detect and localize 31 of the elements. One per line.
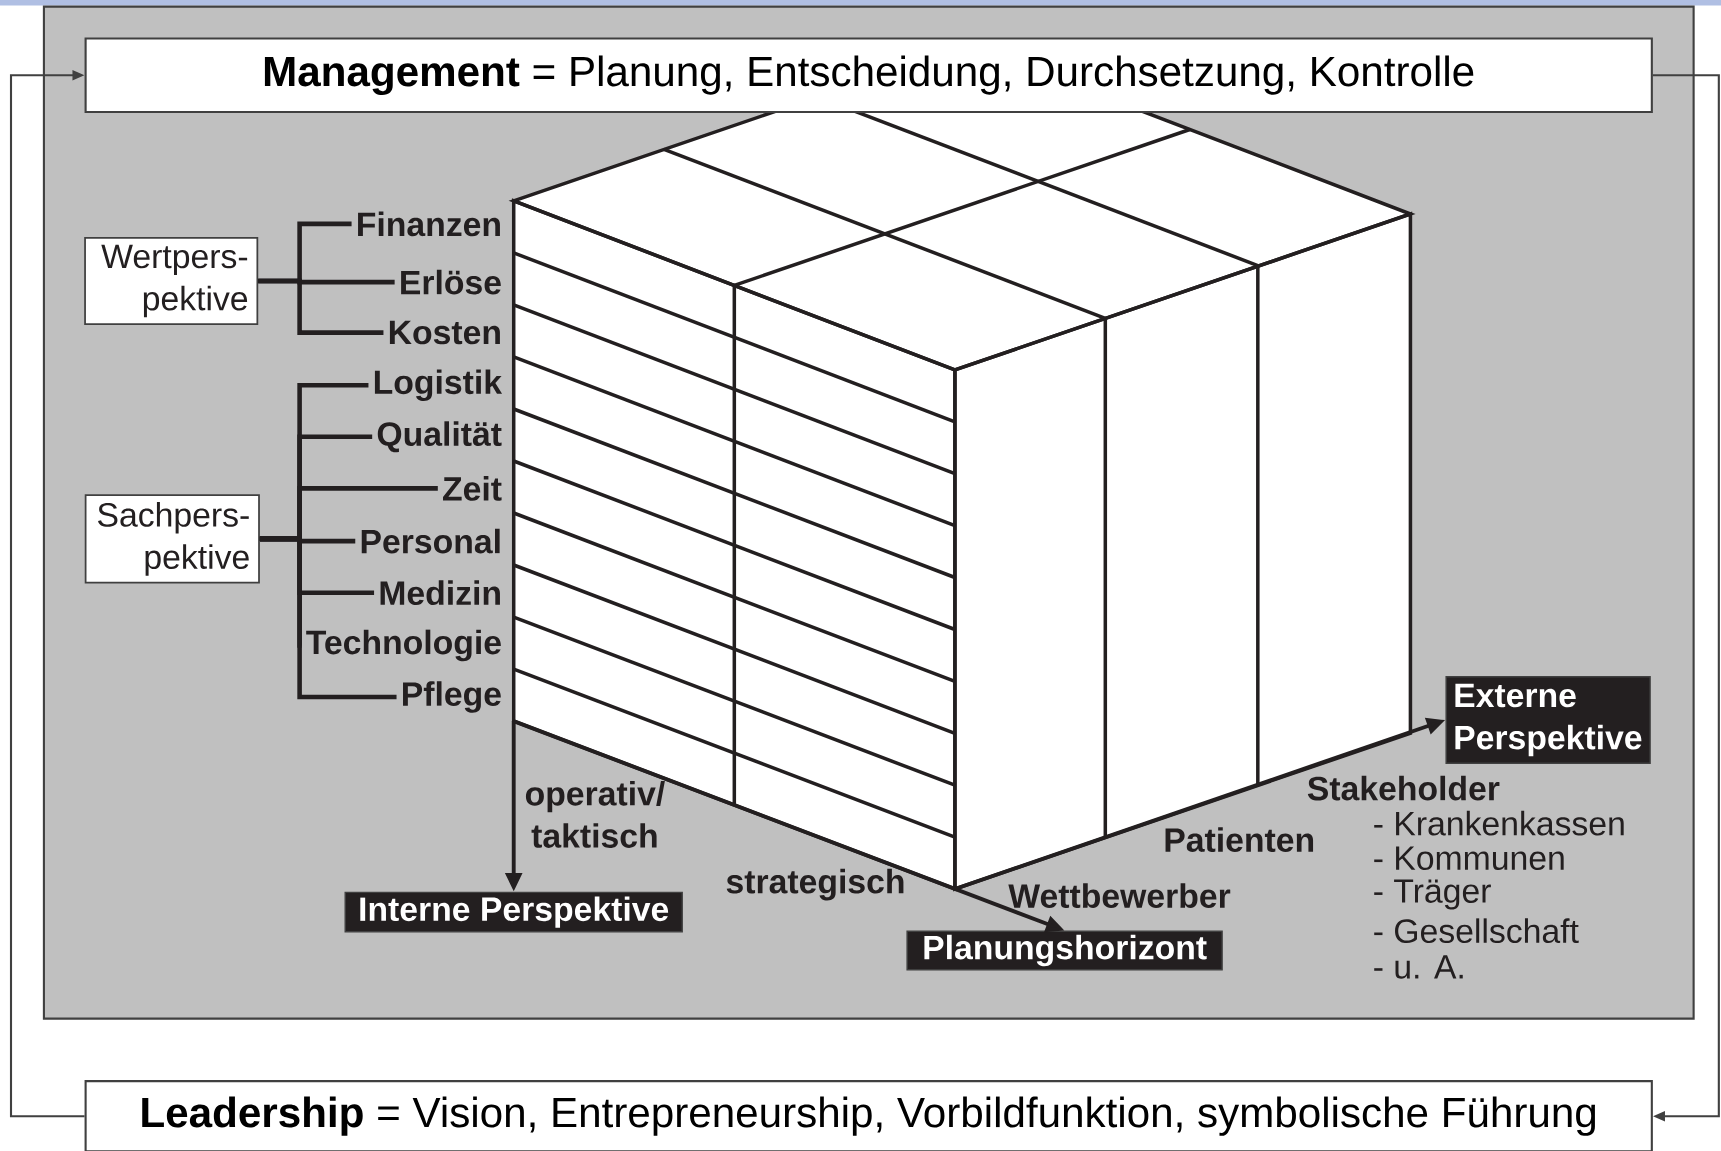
list-item: - u. A.	[1374, 955, 1463, 979]
category-label: Pflege	[403, 681, 501, 713]
bracket-line	[259, 536, 397, 700]
category-label: Kosten	[389, 320, 500, 345]
feedback-arrow	[9, 69, 85, 1118]
management-box: Management = Planung, Entscheidung, Durchsetzung, Kontrolle	[84, 37, 1653, 113]
category-label: Erlöse	[401, 269, 501, 295]
axis-label-box: Planungshorizont	[906, 930, 1223, 971]
axis-label: Patienten	[1165, 827, 1314, 852]
axis-label: operativ/ taktisch	[525, 780, 665, 848]
category-label: Finanzen	[358, 211, 500, 237]
perspective-box: Sachpers- pektive	[84, 494, 260, 584]
list-item: - Kommunen	[1374, 846, 1564, 870]
axis-label-box: Externe Perspektive	[1445, 675, 1651, 764]
category-label: Logistik	[374, 369, 503, 401]
bracket-line	[258, 278, 384, 335]
category-label: Medizin	[380, 580, 500, 605]
leadership-box: Leadership = Vision, Entrepreneurship, Vorbildfunktion, symbolische Führung	[84, 1079, 1653, 1151]
feedback-arrow	[1652, 73, 1720, 1122]
list-item: - Träger	[1374, 879, 1491, 910]
list-item: - Krankenkassen	[1374, 810, 1624, 836]
axis-label: Wettbewerber	[1008, 883, 1231, 908]
perspective-box: Wertpers- pektive	[84, 236, 259, 325]
category-label: Technologie	[306, 629, 501, 662]
category-label: Qualität	[377, 421, 502, 453]
category-label: Personal	[361, 528, 500, 554]
category-label: Zeit	[443, 475, 502, 501]
list-item: - Gesellschaft	[1374, 918, 1579, 943]
axis-label-box: Interne Perspektive	[344, 891, 683, 933]
list-heading: Stakeholder	[1307, 775, 1500, 801]
axis-label: strategisch	[726, 868, 904, 901]
